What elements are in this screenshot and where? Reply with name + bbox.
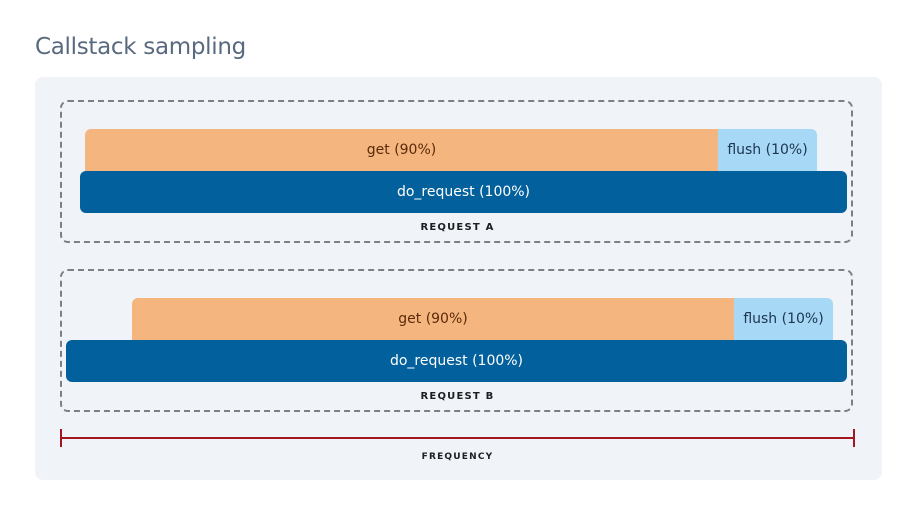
do-request-frame-a: do_request (100%) [80,171,847,213]
request-a-label: REQUEST A [420,222,495,233]
flush-frame-b: flush (10%) [734,298,833,340]
frequency-axis-end-tick [853,429,855,447]
frequency-axis-label: FREQUENCY [421,452,494,462]
get-frame-b: get (90%) [132,298,734,340]
get-frame-a: get (90%) [85,129,718,171]
frequency-axis-start-tick [60,429,62,447]
request-a-group [60,100,853,243]
request-b-group [60,269,853,412]
flush-frame-a: flush (10%) [718,129,817,171]
request-b-label: REQUEST B [420,391,495,402]
frequency-axis-line [60,437,855,439]
diagram-title: Callstack sampling [35,34,246,60]
do-request-frame-b: do_request (100%) [66,340,847,382]
